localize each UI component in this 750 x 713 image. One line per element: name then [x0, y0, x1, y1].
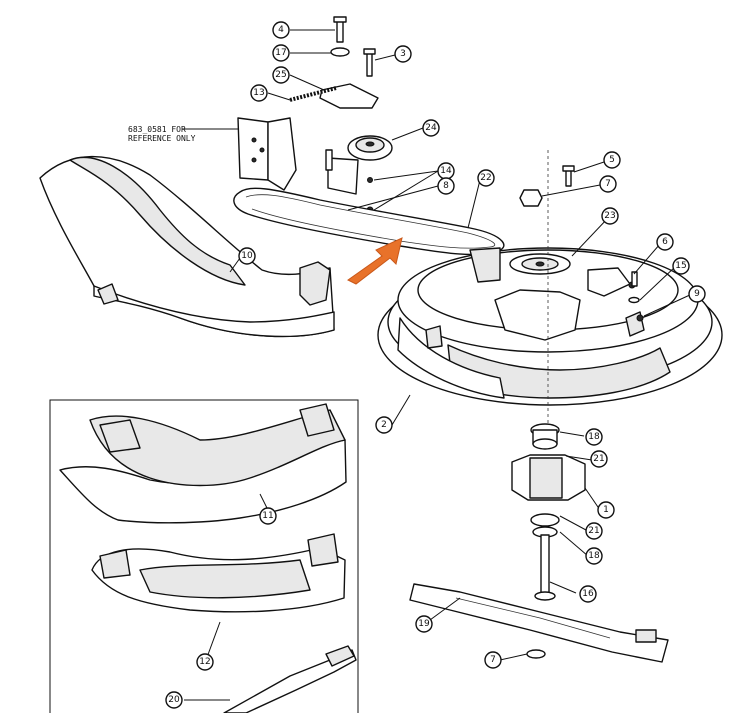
- callout-11: 11: [259, 507, 277, 525]
- svg-text:1: 1: [603, 505, 609, 515]
- svg-text:10: 10: [241, 251, 253, 261]
- callout-21-lower: 21: [585, 522, 603, 540]
- callout-9: 9: [688, 285, 706, 303]
- leader-lines: [184, 29, 693, 701]
- cutting-blade: [409, 583, 669, 663]
- svg-text:15: 15: [675, 261, 686, 271]
- callout-19: 19: [415, 615, 433, 633]
- svg-text:8: 8: [443, 181, 449, 191]
- callout-1: 1: [597, 501, 615, 519]
- callout-4: 4: [272, 21, 290, 39]
- svg-text:19: 19: [418, 619, 430, 629]
- callout-10: 10: [238, 247, 256, 265]
- reference-note-line-2: REFERENCE ONLY: [128, 134, 196, 143]
- callout-24: 24: [422, 119, 440, 137]
- callouts: 4 17 3 25 13 24 14 8 22 10 5 7 23 6 15 9…: [165, 21, 706, 709]
- callout-22: 22: [477, 169, 495, 187]
- reference-note-line-1: 683_0581 FOR: [128, 125, 186, 134]
- svg-text:14: 14: [440, 166, 452, 176]
- svg-text:18: 18: [588, 432, 600, 442]
- reference-bracket: [237, 117, 297, 191]
- callout-6: 6: [656, 233, 674, 251]
- svg-text:6: 6: [662, 237, 668, 247]
- svg-text:3: 3: [400, 49, 406, 59]
- svg-text:16: 16: [582, 589, 594, 599]
- callout-20: 20: [165, 691, 183, 709]
- svg-text:21: 21: [588, 526, 599, 536]
- callout-23: 23: [601, 207, 619, 225]
- callout-13: 13: [250, 84, 268, 102]
- callout-7-upper: 7: [599, 175, 617, 193]
- svg-text:9: 9: [694, 289, 700, 299]
- svg-text:24: 24: [425, 123, 437, 133]
- svg-text:4: 4: [278, 25, 284, 35]
- svg-text:22: 22: [480, 173, 491, 183]
- svg-text:23: 23: [604, 211, 615, 221]
- svg-text:12: 12: [199, 657, 210, 667]
- svg-text:2: 2: [381, 420, 387, 430]
- spindle-assembly: [511, 423, 586, 601]
- svg-text:11: 11: [262, 511, 273, 521]
- discharge-chute-part: [39, 155, 335, 338]
- callout-16: 16: [579, 585, 597, 603]
- callout-17: 17: [272, 44, 290, 62]
- callout-8-upper: 8: [437, 177, 455, 195]
- drive-belt: [233, 187, 505, 256]
- deck-hardware: [519, 165, 640, 304]
- callout-25: 25: [272, 66, 290, 84]
- svg-text:25: 25: [275, 70, 286, 80]
- callout-2: 2: [375, 416, 393, 434]
- svg-text:20: 20: [168, 695, 180, 705]
- svg-text:7: 7: [605, 179, 611, 189]
- callout-7-lower: 7: [484, 651, 502, 669]
- callout-21-upper: 21: [590, 450, 608, 468]
- callout-5: 5: [603, 151, 621, 169]
- callout-18-lower: 18: [585, 547, 603, 565]
- idler-assembly: [289, 16, 393, 214]
- svg-text:21: 21: [593, 454, 604, 464]
- inset-panel: [49, 399, 359, 713]
- orange-direction-arrow: [347, 237, 403, 285]
- svg-text:17: 17: [275, 48, 286, 58]
- reference-note: 683_0581 FOR REFERENCE ONLY: [128, 125, 238, 143]
- callout-14: 14: [437, 162, 455, 180]
- callout-12: 12: [196, 653, 214, 671]
- callout-18-upper: 18: [585, 428, 603, 446]
- svg-text:18: 18: [588, 551, 600, 561]
- svg-text:5: 5: [609, 155, 615, 165]
- callout-3: 3: [394, 45, 412, 63]
- svg-text:13: 13: [253, 88, 264, 98]
- mower-deck: [377, 150, 723, 430]
- callout-15: 15: [672, 257, 690, 275]
- svg-text:7: 7: [490, 655, 496, 665]
